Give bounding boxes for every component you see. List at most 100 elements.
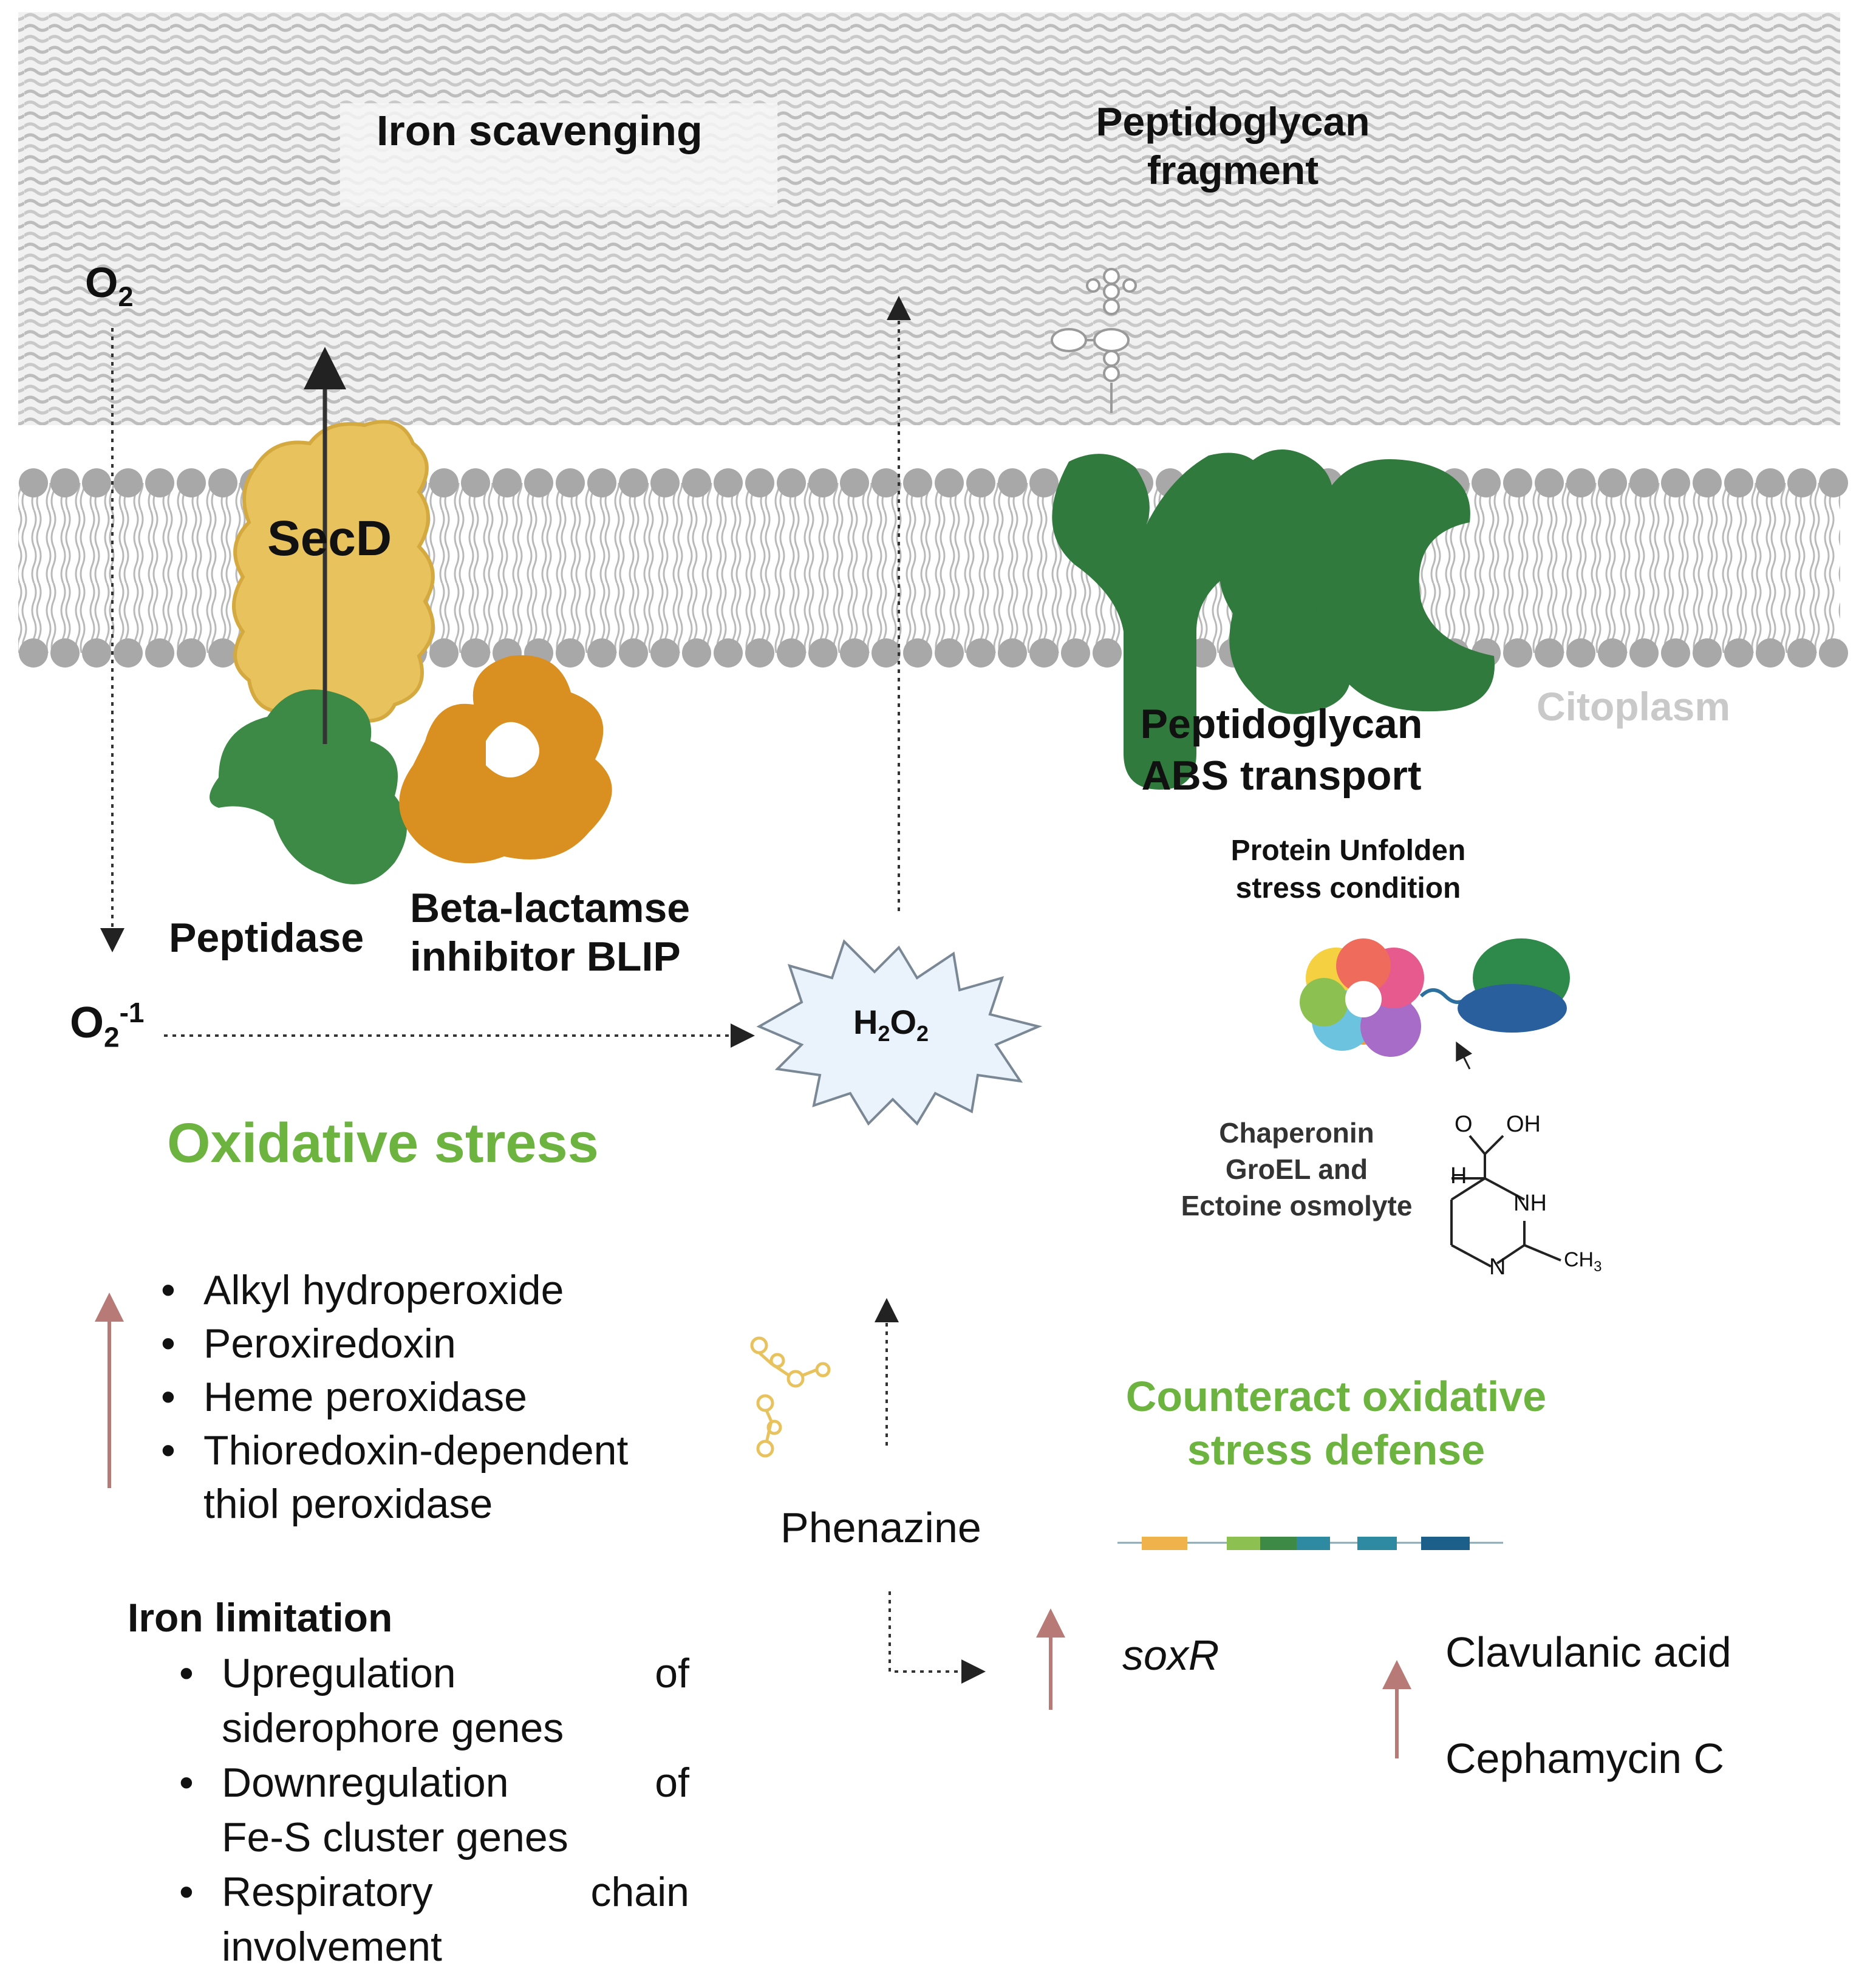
soxr-label: soxR	[1122, 1631, 1219, 1679]
lipid-head	[587, 638, 616, 668]
peptidase-label: Peptidase	[169, 915, 364, 961]
list-item: •Thioredoxin-dependent thiol peroxidase	[161, 1427, 629, 1527]
lipid-head	[1503, 468, 1532, 497]
secd-label: SecD	[267, 511, 392, 566]
oxidative-stress-title: Oxidative stress	[167, 1112, 599, 1174]
iron-scavenging-label: Iron scavenging	[377, 107, 703, 154]
citoplasm-label: Citoplasm	[1537, 684, 1731, 729]
clavulanic-acid-label: Clavulanic acid	[1445, 1628, 1731, 1676]
lipid-head	[1629, 468, 1659, 497]
h2o2-label: H2O2	[853, 1003, 929, 1047]
lipid-head	[50, 638, 80, 668]
lipid-head	[777, 638, 806, 668]
cephamycin-label: Cephamycin C	[1445, 1735, 1725, 1782]
lipid-head	[682, 468, 711, 497]
lipid-head	[1819, 468, 1848, 497]
lipid-head	[1029, 638, 1059, 668]
lipid-head	[903, 638, 932, 668]
lipid-head	[1693, 638, 1722, 668]
lipid-head	[145, 638, 174, 668]
unfolded-protein	[1419, 938, 1570, 1070]
lipid-head	[998, 638, 1027, 668]
lipid-head	[935, 468, 964, 497]
secd-protein	[232, 420, 435, 726]
lipid-head	[114, 638, 143, 668]
lipid-head	[682, 638, 711, 668]
lipid-head	[208, 468, 237, 497]
protein-unfolden-label: Protein Unfolden stress condition	[1230, 835, 1466, 904]
lipid-head	[808, 468, 837, 497]
lipid-head	[650, 468, 680, 497]
lipid-head	[177, 638, 206, 668]
lipid-head	[1756, 638, 1785, 668]
lipid-head	[524, 468, 553, 497]
lipid-head	[808, 638, 837, 668]
lipid-head	[1503, 638, 1532, 668]
ectoine-oh-label: OH	[1506, 1112, 1541, 1137]
peptidoglycan-fragment-label: Peptidoglycan fragment	[1096, 99, 1370, 193]
lipid-head	[1598, 638, 1627, 668]
lipid-head	[998, 468, 1027, 497]
lipid-head	[1756, 468, 1785, 497]
lipid-head	[82, 638, 111, 668]
lipid-head	[619, 638, 648, 668]
lipid-head	[1661, 638, 1690, 668]
lipid-head	[1724, 638, 1753, 668]
lipid-head	[714, 468, 743, 497]
lipid-head	[556, 468, 585, 497]
lipid-head	[935, 638, 964, 668]
iron-limitation-title: Iron limitation	[128, 1595, 393, 1640]
lipid-head	[493, 468, 522, 497]
lipid-head	[1535, 468, 1564, 497]
lipid-head	[82, 468, 111, 497]
lipid-head	[1566, 468, 1595, 497]
gene-cluster	[1117, 1537, 1503, 1550]
phenazine-molecule	[750, 1336, 831, 1458]
lipid-head	[872, 638, 901, 668]
lipid-head	[429, 638, 459, 668]
peptidoglycan-transport-label: Peptidoglycan ABS transport	[1140, 701, 1423, 799]
ectoine-nh-label: NH	[1513, 1190, 1547, 1216]
peptidoglycan-transporter	[1052, 449, 1495, 790]
lipid-head	[114, 468, 143, 497]
lipid-head	[177, 468, 206, 497]
lipid-head	[556, 638, 585, 668]
lipid-head	[1724, 468, 1753, 497]
lipid-head	[19, 468, 48, 497]
lipid-head	[1661, 468, 1690, 497]
blip-label: Beta-lactamse inhibitor BLIP	[410, 885, 691, 980]
lipid-head	[714, 638, 743, 668]
counteract-title: Counteract oxidative stress defense	[1125, 1373, 1547, 1474]
lipid-head	[1819, 638, 1848, 668]
lipid-head	[1061, 638, 1090, 668]
lipid-head	[840, 638, 869, 668]
lipid-head	[966, 468, 995, 497]
lipid-head	[19, 638, 48, 668]
lipid-head	[745, 468, 774, 497]
list-item: •Alkyl hydroperoxide	[161, 1267, 564, 1313]
list-item: •Heme peroxidase	[161, 1374, 527, 1420]
o2-label: O2	[85, 259, 134, 312]
lipid-head	[777, 468, 806, 497]
ectoine-n-label: N	[1489, 1254, 1506, 1280]
lipid-head	[145, 468, 174, 497]
oxidative-enzymes-list: •Alkyl hydroperoxide •Peroxiredoxin •Hem…	[155, 1263, 714, 1531]
ectoine-h-label: H	[1450, 1163, 1467, 1189]
h2o2-burst	[756, 939, 1043, 1126]
phenazine-to-soxr-arrow	[889, 1591, 986, 1684]
lipid-head	[1629, 638, 1659, 668]
lipid-head	[1787, 638, 1816, 668]
list-item: •Peroxiredoxin	[161, 1320, 456, 1367]
lipid-head	[1472, 468, 1501, 497]
lipid-head	[966, 638, 995, 668]
lipid-head	[1787, 468, 1816, 497]
chaperonin-label: Chaperonin GroEL and Ectoine osmolyte	[1181, 1117, 1413, 1221]
lipid-head	[903, 468, 932, 497]
ectoine-structure	[1450, 1135, 1561, 1268]
lipid-head	[619, 468, 648, 497]
